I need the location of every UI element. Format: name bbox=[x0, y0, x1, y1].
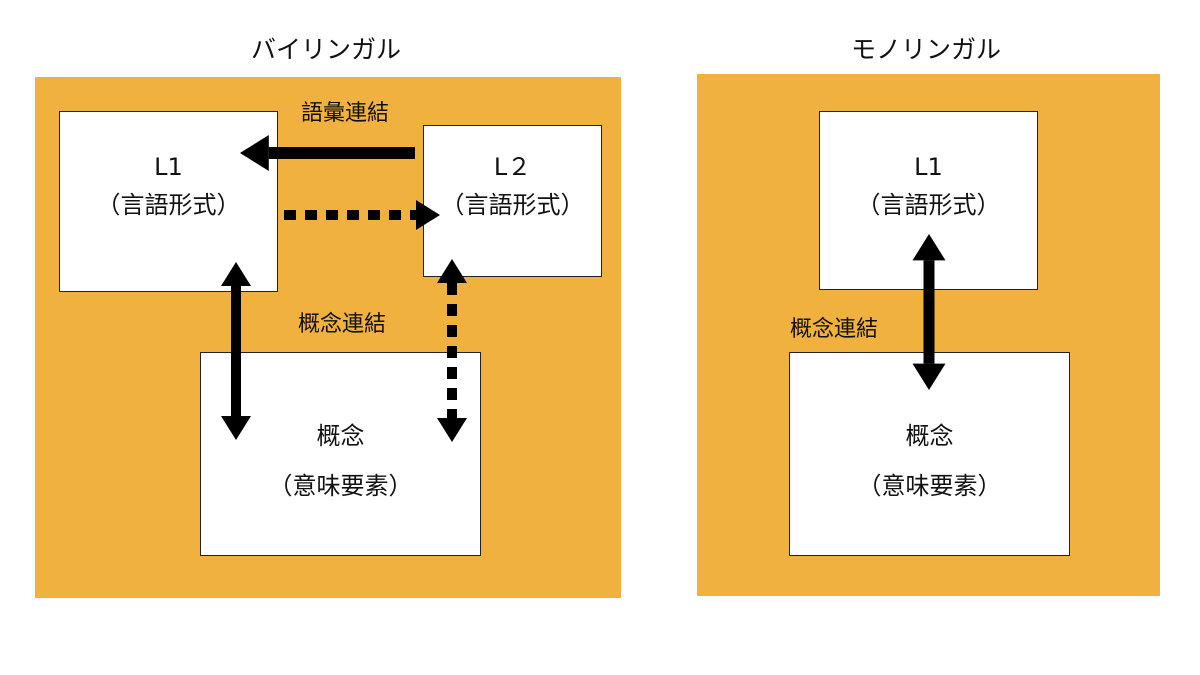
bilingual-concept-box: 概念 （意味要素） bbox=[200, 352, 481, 556]
mono-l1-name: L1 bbox=[914, 153, 943, 181]
bilingual-title: バイリンガル bbox=[250, 35, 402, 64]
lexical-link-label: 語彙連結 bbox=[301, 101, 390, 126]
mono-concept-name: 概念 bbox=[905, 422, 954, 450]
monolingual-concept-box: 概念 （意味要素） bbox=[789, 352, 1070, 556]
l1-sub: （言語形式） bbox=[96, 191, 241, 220]
monolingual-title: モノリンガル bbox=[850, 35, 1002, 64]
bilingual-l2-box: L２ （言語形式） bbox=[423, 125, 602, 277]
bilingual-conceptual-link-label: 概念連結 bbox=[298, 312, 387, 337]
mono-l1-sub: （言語形式） bbox=[856, 191, 1001, 220]
concept-name: 概念 bbox=[316, 422, 365, 450]
monolingual-conceptual-link-label: 概念連結 bbox=[790, 317, 879, 342]
concept-sub: （意味要素） bbox=[268, 472, 413, 501]
l1-name: L1 bbox=[154, 153, 183, 181]
bilingual-l1-box: L1 （言語形式） bbox=[59, 111, 278, 292]
monolingual-l1-box: L1 （言語形式） bbox=[819, 111, 1038, 290]
l2-sub: （言語形式） bbox=[440, 191, 585, 220]
l2-name: L２ bbox=[493, 153, 532, 181]
mono-concept-sub: （意味要素） bbox=[857, 472, 1002, 501]
